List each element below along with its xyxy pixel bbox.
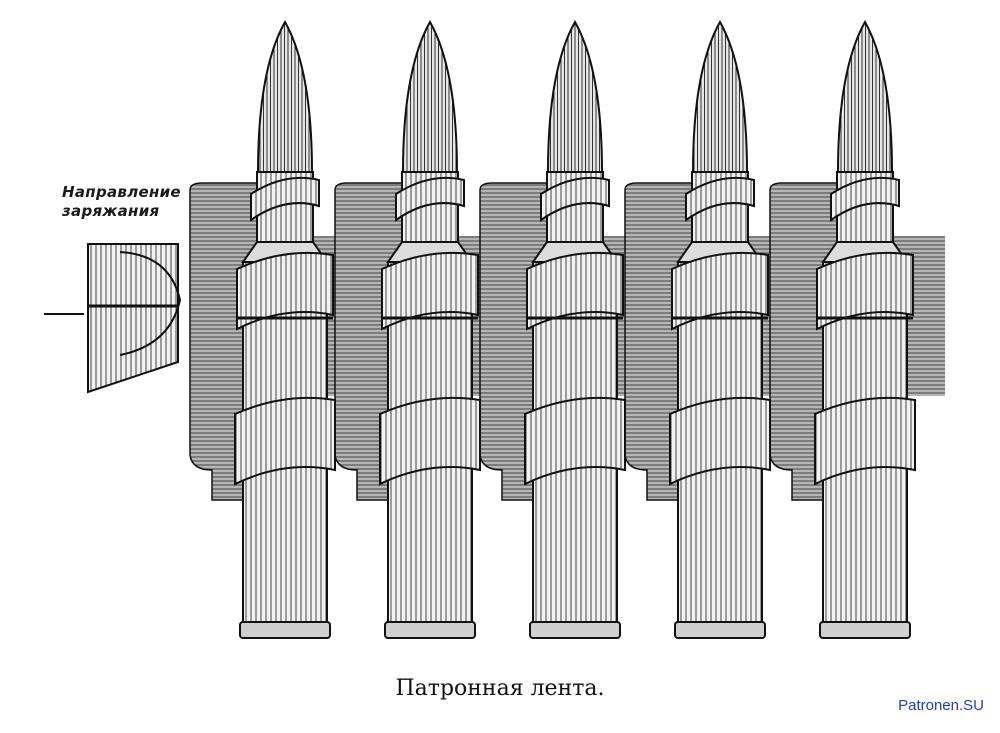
cartridge-3 [524, 19, 626, 639]
belt-spiral-1 [250, 176, 320, 222]
case-rim [239, 621, 331, 639]
belt-spiral-3 [669, 396, 771, 486]
belt-spiral-3 [524, 396, 626, 486]
belt-spiral-2 [526, 251, 624, 331]
cartridge-5 [814, 19, 916, 639]
figure-caption: Патронная лента. [395, 676, 605, 701]
belt-spiral-3 [234, 396, 336, 486]
belt-spiral-2 [236, 251, 334, 331]
funnel-mouth [119, 251, 182, 356]
bullet [691, 19, 749, 173]
bullet [836, 19, 894, 173]
belt-spiral-1 [395, 176, 465, 222]
case-rim [674, 621, 766, 639]
belt-spiral-1 [540, 176, 610, 222]
belt-spiral-1 [830, 176, 900, 222]
case-rim [819, 621, 911, 639]
loading-direction-line-1: Направление [62, 183, 181, 201]
cartridge-2 [379, 19, 481, 639]
cartridge-1 [234, 19, 336, 639]
bullet [256, 19, 314, 173]
loading-direction-label: Направление заряжания [62, 183, 212, 221]
belt-spiral-3 [814, 396, 916, 486]
belt-spiral-2 [671, 251, 769, 331]
case-rim [529, 621, 621, 639]
belt-spiral-2 [816, 251, 914, 331]
belt-spiral-2 [381, 251, 479, 331]
belt-spiral-1 [685, 176, 755, 222]
loading-direction-line-2: заряжания [62, 202, 160, 220]
loading-funnel [44, 243, 182, 394]
case-rim [384, 621, 476, 639]
belt-spiral-3 [379, 396, 481, 486]
cartridges [234, 19, 916, 639]
cartridge-4 [669, 19, 771, 639]
funnel-body [87, 243, 179, 394]
watermark-text: Patronen.SU [898, 697, 984, 714]
bullet [401, 19, 459, 173]
bullet [546, 19, 604, 173]
